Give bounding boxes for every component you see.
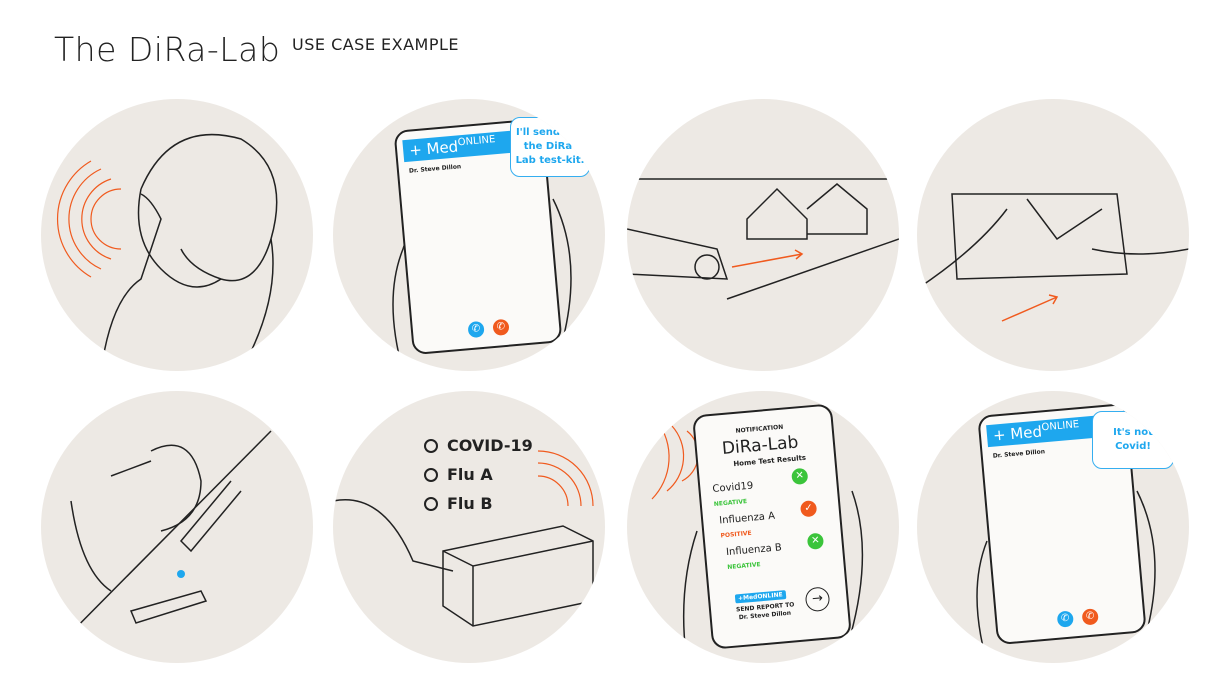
option-flu-b: Flu B xyxy=(424,494,493,513)
option-label: COVID-19 xyxy=(447,436,533,455)
doctor-name: Dr. Steve Dillon xyxy=(408,163,462,175)
option-flu-a: Flu A xyxy=(424,465,493,484)
package-illustration xyxy=(917,193,1189,322)
doctor-name: Dr. Steve Dillon xyxy=(992,448,1046,460)
negative-x-icon: ✕ xyxy=(806,532,825,550)
step-7-results: NOTIFICATION DiRa-Lab Home Test Results … xyxy=(627,391,899,663)
send-arrow-button[interactable]: → xyxy=(804,586,831,613)
result-status: NEGATIVE xyxy=(713,498,748,508)
page-title: The DiRa-Lab xyxy=(54,30,281,69)
result-status: POSITIVE xyxy=(720,529,752,540)
option-label: Flu B xyxy=(447,494,493,513)
speech-bubble: It's not Covid! xyxy=(1092,411,1174,469)
step-5-swab-test xyxy=(41,391,313,663)
step-1-headache xyxy=(41,99,313,371)
test-device-illustration xyxy=(333,450,594,627)
end-call-icon[interactable]: ✆ xyxy=(492,318,510,337)
brand-text: + Med xyxy=(408,137,459,160)
positive-check-icon: ✓ xyxy=(799,500,818,518)
hand-and-signal xyxy=(651,420,864,663)
step-2-doctor-call: + MedONLINE Dr. Steve Dillon ✆ ✆ I'll se… xyxy=(333,99,605,371)
option-label: Flu A xyxy=(447,465,493,484)
speech-bubble: I'll send you the DiRa-Lab test-kit. xyxy=(510,117,590,177)
medonline-badge: +MedONLINE xyxy=(734,590,787,604)
results-phone: NOTIFICATION DiRa-Lab Home Test Results … xyxy=(692,403,852,650)
swab-illustration xyxy=(41,430,272,663)
result-name: Influenza A xyxy=(718,510,776,527)
radio-icon xyxy=(424,438,438,453)
step-4-package-handover xyxy=(917,99,1189,371)
headache-illustration xyxy=(57,133,278,371)
end-call-icon[interactable]: ✆ xyxy=(1081,608,1099,626)
brand-sup: ONLINE xyxy=(457,134,496,149)
notification-label: NOTIFICATION xyxy=(735,423,784,435)
page-subtitle: USE CASE EXAMPLE xyxy=(292,35,460,54)
brand-text: + Med xyxy=(992,422,1043,445)
step-8-doctor-diagnosis: + MedONLINE Dr. Steve Dillon ✆ ✆ It's no… xyxy=(917,391,1189,663)
brand-sup: ONLINE xyxy=(1041,419,1080,434)
option-covid: COVID-19 xyxy=(424,436,533,455)
step-6-test-device: COVID-19 Flu A Flu B xyxy=(333,391,605,663)
accept-call-icon[interactable]: ✆ xyxy=(1056,610,1074,628)
radio-icon xyxy=(424,496,438,511)
result-status: NEGATIVE xyxy=(727,561,761,572)
delivery-van-illustration xyxy=(627,178,899,300)
step-3-delivery-van xyxy=(627,99,899,371)
result-name: Covid19 xyxy=(712,480,754,496)
result-name: Influenza B xyxy=(725,542,783,559)
accept-call-icon[interactable]: ✆ xyxy=(467,320,485,339)
negative-x-icon: ✕ xyxy=(791,467,809,486)
radio-icon xyxy=(424,467,438,482)
